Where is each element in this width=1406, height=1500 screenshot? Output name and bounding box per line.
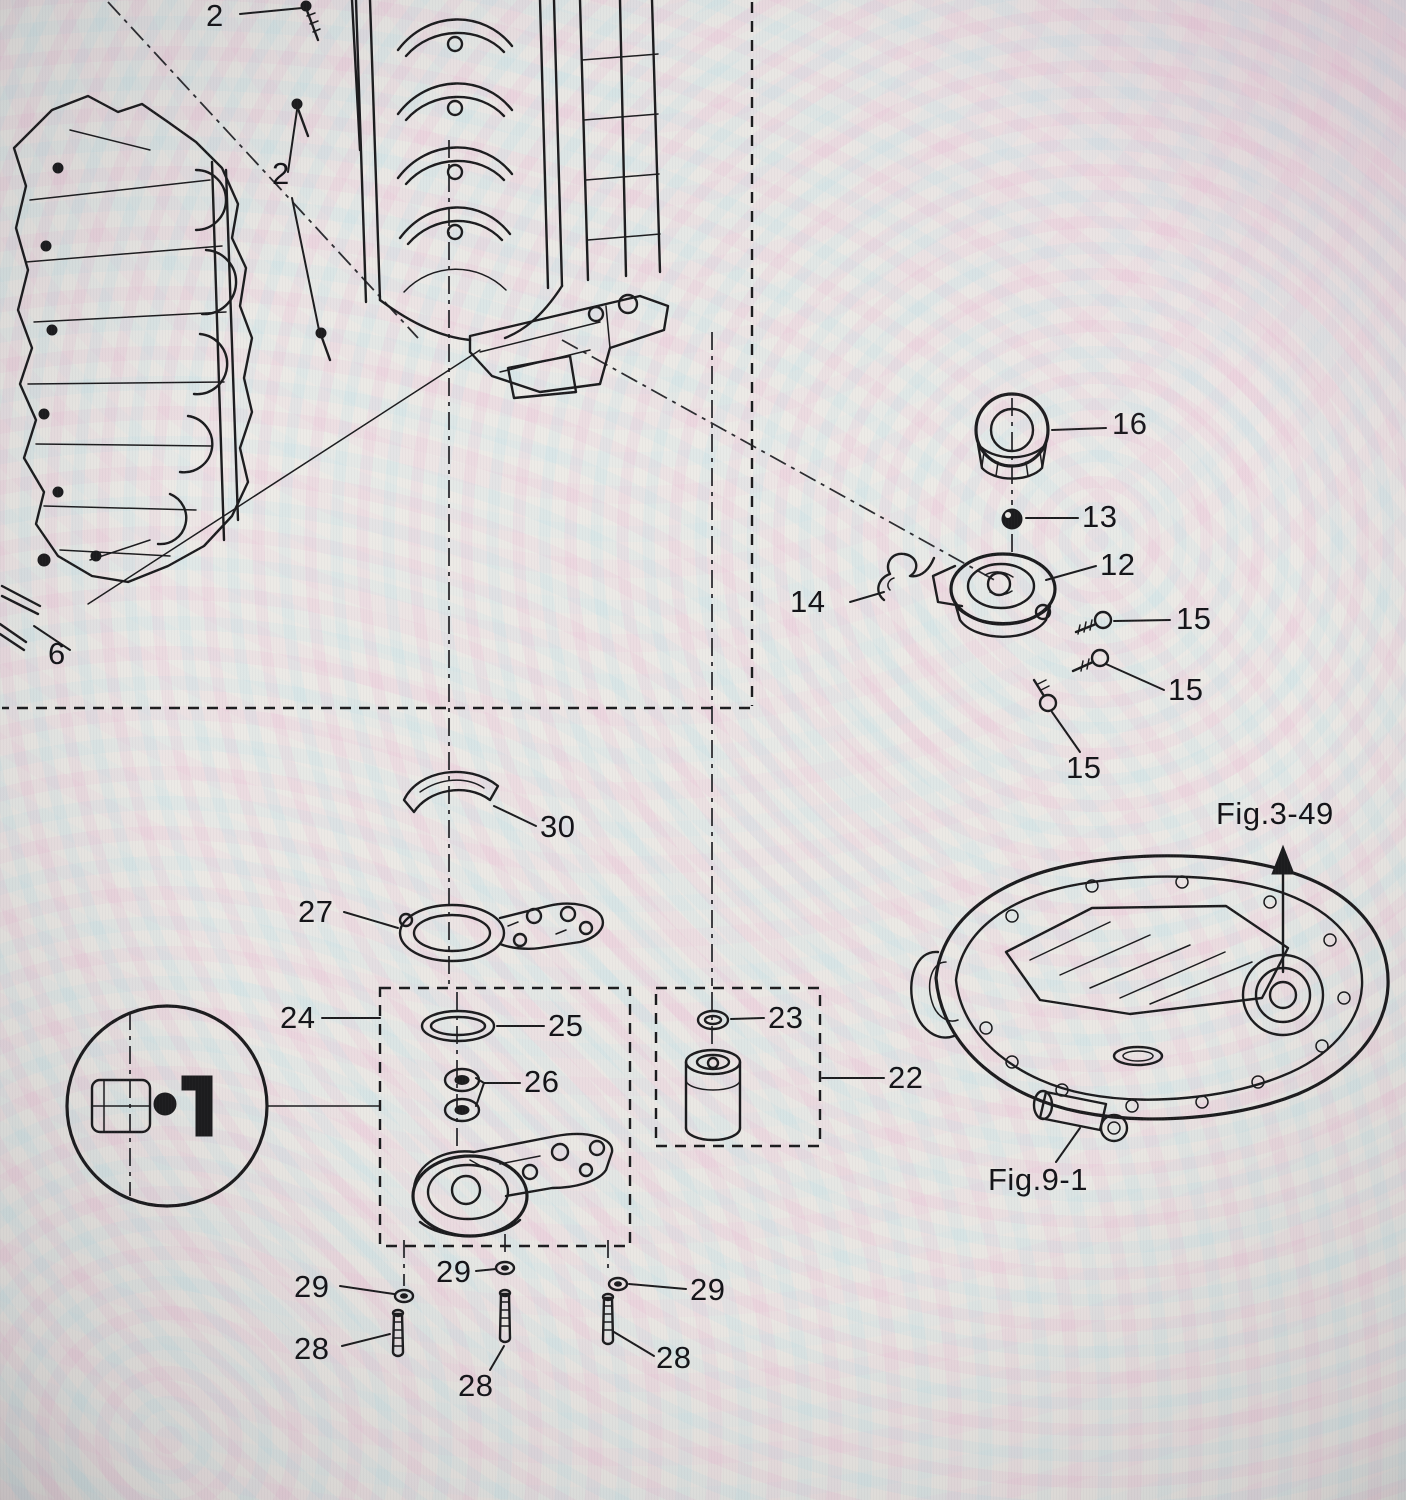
washer-29-right: [607, 1276, 629, 1292]
group-box-24: [378, 986, 632, 1248]
pump-body-drawing: [411, 1132, 614, 1238]
pump-housing-12-drawing: [931, 552, 1057, 638]
gasket-27-drawing: [398, 902, 605, 963]
bolt-28-right: [601, 1292, 615, 1346]
clip-14-drawing: [877, 552, 936, 602]
crankcase-half-drawing: [12, 94, 254, 584]
cylinder-block-drawing: [350, 0, 670, 400]
callout-6: 6: [48, 636, 66, 671]
callout-2-mid: 2: [272, 156, 290, 191]
bolt-28-left: [391, 1308, 405, 1358]
washer-29-mid: [494, 1260, 516, 1276]
bearing-16-drawing: [974, 392, 1050, 480]
group-box-22: [654, 986, 822, 1148]
washer-29-left: [393, 1288, 415, 1304]
stud-bolt-2-mid: [291, 98, 310, 138]
callout-28-left: 28: [294, 1331, 330, 1366]
callout-15-b: 15: [1168, 672, 1204, 707]
callout-26: 26: [524, 1064, 560, 1099]
callout-12: 12: [1100, 547, 1136, 582]
callout-2-top: 2: [206, 0, 224, 33]
grommets-26-drawing: [443, 1067, 481, 1123]
callout-15-a: 15: [1176, 601, 1212, 636]
upper-casing-drawing: [910, 854, 1390, 1143]
callout-27: 27: [298, 894, 334, 929]
group-boundary-dashed: [2, 2, 754, 710]
callout-29-left: 29: [294, 1269, 330, 1304]
callout-15-c: 15: [1066, 750, 1102, 785]
callout-28-right: 28: [656, 1340, 692, 1375]
callout-22: 22: [888, 1060, 924, 1095]
callout-30: 30: [540, 809, 576, 844]
screw-15-c: [1032, 678, 1058, 713]
stud-bolt-2-low: [315, 327, 332, 362]
o-ring-25-drawing: [420, 1009, 496, 1043]
callout-23: 23: [768, 1000, 804, 1035]
callout-29-mid: 29: [436, 1254, 472, 1289]
strainer-22-23-drawing: [684, 1009, 742, 1142]
stud-bolt-2-top: [300, 0, 321, 42]
callout-29-right: 29: [690, 1272, 726, 1307]
callout-24: 24: [280, 1000, 316, 1035]
bolt-6-parts: [0, 553, 51, 652]
figure-ref-3-49: Fig.3-49: [1216, 796, 1334, 831]
detail-inset-circle: [65, 1004, 381, 1208]
bolt-28-mid: [498, 1288, 512, 1344]
leader-lines: [33, 7, 1171, 1371]
callout-14: 14: [790, 584, 826, 619]
callout-25: 25: [548, 1008, 584, 1043]
screw-15-b: [1071, 648, 1110, 673]
callout-16: 16: [1112, 406, 1148, 441]
callout-28-mid: 28: [458, 1368, 494, 1403]
check-ball-13-drawing: [1001, 508, 1023, 530]
screw-15-a: [1074, 610, 1113, 635]
callout-13: 13: [1082, 499, 1118, 534]
figure-ref-9-1: Fig.9-1: [988, 1162, 1088, 1197]
c-ring-30-drawing: [402, 770, 500, 814]
fig-3-49-arrow: [1271, 844, 1295, 974]
